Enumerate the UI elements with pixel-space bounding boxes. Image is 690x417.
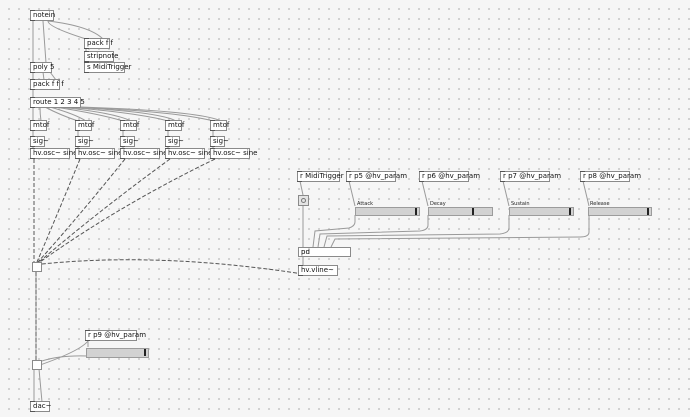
slider-knob[interactable] [569,208,571,215]
sig-object-5[interactable]: sig~ [210,136,229,147]
vline-object[interactable]: hv.vline~ [298,265,338,276]
volume-slider[interactable] [86,348,149,358]
send-miditrigger-object[interactable]: s MidiTrigger [84,62,131,73]
osc-object-2[interactable]: hv.osc~ sine [75,148,122,159]
release-slider[interactable] [588,207,652,216]
receive-p7-object[interactable]: r p7 @hv_param [500,171,561,182]
sig-object-4[interactable]: sig~ [165,136,184,147]
sig-object-3[interactable]: sig~ [120,136,139,147]
sustain-label: Sustain [511,201,530,207]
signal-multiply-object[interactable] [32,262,42,272]
bang-indicator [301,198,306,203]
sig-object-1[interactable]: sig~ [30,136,49,147]
release-label: Release [590,201,610,207]
slider-knob[interactable] [415,208,417,215]
mtof-object-3[interactable]: mtof [120,120,139,131]
mtof-object-2[interactable]: mtof [75,120,94,131]
receive-p9-object[interactable]: r p9 @hv_param [85,330,146,341]
trigger-bang[interactable] [298,195,309,206]
receive-p5-object[interactable]: r p5 @hv_param [346,171,407,182]
pd-label: pd [301,248,310,256]
decay-label: Decay [430,201,446,207]
sig-object-2[interactable]: sig~ [75,136,94,147]
mtof-object-4[interactable]: mtof [165,120,184,131]
route-object[interactable]: route 1 2 3 4 5 [30,97,85,108]
receive-p8-object[interactable]: r p8 @hv_param [580,171,641,182]
osc-object-4[interactable]: hv.osc~ sine [165,148,212,159]
mtof-object-5[interactable]: mtof [210,120,229,131]
sustain-slider[interactable] [509,207,574,216]
pack-ff-object[interactable]: pack f f [84,38,113,49]
dac-object[interactable]: dac~ [30,401,51,412]
attack-slider[interactable] [355,207,420,216]
receive-p6-object[interactable]: r p6 @hv_param [419,171,480,182]
poly-object[interactable]: poly 5 [30,62,55,73]
pack-fff-object[interactable]: pack f f f [30,79,64,90]
mtof-object-1[interactable]: mtof [30,120,49,131]
attack-label: Attack [357,201,373,207]
slider-knob[interactable] [472,208,474,215]
notein-object[interactable]: notein [30,10,55,21]
slider-knob[interactable] [144,349,146,356]
stripnote-object[interactable]: stripnote [84,51,118,62]
osc-object-5[interactable]: hv.osc~ sine [210,148,257,159]
decay-slider[interactable] [428,207,493,216]
receive-miditrigger-object[interactable]: r MidiTrigger [297,171,344,182]
pd-subpatch[interactable]: pd [298,247,351,257]
slider-knob[interactable] [647,208,649,215]
osc-object-1[interactable]: hv.osc~ sine [30,148,77,159]
osc-object-3[interactable]: hv.osc~ sine [120,148,167,159]
output-multiply-object[interactable] [32,360,42,370]
